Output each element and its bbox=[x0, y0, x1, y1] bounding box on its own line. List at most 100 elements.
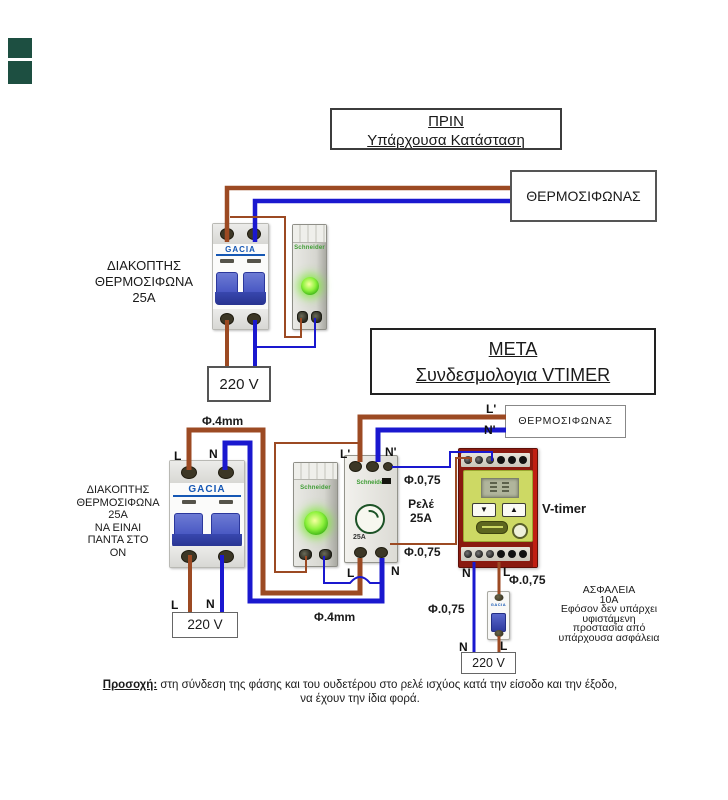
wire-gauge-label: Φ.4mm bbox=[202, 414, 244, 428]
up-button: ▲ bbox=[502, 503, 526, 517]
terminal-screw-icon bbox=[219, 228, 234, 240]
breaker-bottom-terminals bbox=[213, 309, 268, 329]
terminal-label-N: N bbox=[462, 566, 471, 580]
terminal-screw-icon bbox=[375, 546, 389, 558]
wire-gauge-label: Φ.4mm bbox=[314, 610, 356, 624]
terminal-screw-icon bbox=[219, 313, 234, 325]
supply-box-bottom-right: 220 V bbox=[461, 652, 516, 674]
switch-label-before: ΔΙΑΚΟΠΤΗΣ ΘΕΡΜΟΣΙΦΩΝΑ 25Α bbox=[94, 258, 194, 305]
vtimer-bottom-terminals bbox=[461, 547, 530, 561]
green-indicator-lamp-icon bbox=[301, 277, 319, 295]
wire-gauge-label: Φ.0,75 bbox=[404, 473, 441, 487]
contactor-top-terminals bbox=[345, 460, 397, 472]
terminal-screw-icon bbox=[247, 313, 262, 325]
terminal-label-Lout: L' bbox=[486, 402, 497, 416]
breaker-top-terminals bbox=[170, 461, 244, 483]
relay-terminal bbox=[299, 548, 313, 560]
terminal-screw-icon bbox=[494, 630, 503, 637]
terminal-label-N: N bbox=[391, 564, 400, 578]
terminal-dot-icon bbox=[508, 550, 517, 558]
vtimer-red-edge bbox=[533, 449, 537, 567]
relay-label: Ρελέ 25Α bbox=[408, 497, 434, 525]
schneider-logo: Schneider bbox=[300, 485, 331, 491]
after-title: ΜΕΤΑ bbox=[488, 339, 538, 359]
terminal-screw-icon bbox=[464, 456, 473, 464]
corner-mark bbox=[8, 61, 32, 84]
supply-box-top: 220 V bbox=[207, 366, 271, 402]
contactor-dial-icon bbox=[355, 504, 385, 534]
down-button: ▼ bbox=[472, 503, 496, 517]
terminal-screw-icon bbox=[217, 550, 234, 563]
terminal-label-L: L bbox=[174, 449, 182, 463]
corner-mark bbox=[8, 38, 32, 58]
terminal-label-L: L bbox=[347, 566, 355, 580]
terminal-screw-icon bbox=[464, 550, 473, 558]
vtimer-panel: ▼ ▲ bbox=[463, 470, 533, 542]
stage-badge bbox=[476, 521, 508, 534]
test-button-icon bbox=[382, 478, 391, 484]
terminal-label-Nout: N' bbox=[484, 423, 496, 437]
after-subtitle: Συνδεσμολογια VTIMER bbox=[415, 365, 611, 385]
circuit-breaker-after: GACIA bbox=[169, 460, 245, 568]
terminal-label-L: L bbox=[503, 565, 511, 579]
terminal-screw-icon bbox=[353, 546, 367, 558]
green-indicator-lamp-icon bbox=[304, 511, 328, 535]
terminal-label-L: L bbox=[500, 639, 508, 653]
after-title-box: ΜΕΤΑ Συνδεσμολογια VTIMER bbox=[370, 328, 656, 395]
lcd-display bbox=[481, 478, 519, 498]
schneider-relay-before: Schneider bbox=[292, 224, 327, 330]
terminal-dot-icon bbox=[518, 456, 527, 464]
wire-phase-to-heater-top bbox=[224, 185, 511, 242]
caution-text-1: στη σύνδεση της φάσης και του ουδετέρου … bbox=[157, 679, 618, 691]
gacia-logo: GACIA bbox=[490, 602, 507, 607]
wire-gauge-label: Φ.0,75 bbox=[509, 573, 546, 587]
circuit-breaker-before: GACIA bbox=[212, 223, 269, 330]
breaker-bottom-terminals bbox=[170, 546, 244, 567]
down-arrow-icon: ▼ bbox=[480, 505, 488, 514]
schneider-relay-after: Schneider bbox=[293, 462, 338, 567]
gacia-logo: GACIA bbox=[216, 245, 265, 256]
terminal-screw-icon bbox=[349, 460, 362, 472]
vtimer-top-terminals bbox=[461, 453, 530, 467]
terminal-dot-icon bbox=[497, 550, 506, 558]
terminal-screw-icon bbox=[383, 461, 393, 471]
caution-caption: Προσοχή: στη σύνδεση της φάσης και του ο… bbox=[30, 679, 690, 706]
terminal-label-N: N bbox=[459, 640, 468, 654]
terminal-screw-icon bbox=[475, 456, 484, 464]
relay-terminal bbox=[318, 548, 333, 560]
terminal-label-N: N bbox=[206, 597, 215, 611]
breaker-top-terminals bbox=[213, 224, 268, 244]
terminal-label-N: N bbox=[209, 447, 218, 461]
before-subtitle: Υπάρχουσα Κατάσταση bbox=[367, 132, 525, 149]
contactor-bottom-terminals bbox=[345, 546, 397, 558]
contactor-rating: 25A bbox=[353, 534, 366, 541]
water-heater-box-bottom: ΘΕΡΜΟΣΙΦΩΝΑΣ bbox=[505, 405, 626, 438]
terminal-screw-icon bbox=[475, 550, 484, 558]
before-title: ΠΡΙΝ bbox=[428, 113, 464, 130]
up-arrow-icon: ▲ bbox=[510, 505, 518, 514]
terminal-screw-icon bbox=[180, 550, 197, 563]
power-relay-contactor: Schneider 25A bbox=[344, 455, 398, 563]
terminal-screw-icon bbox=[366, 460, 379, 472]
gacia-logo: GACIA bbox=[173, 484, 241, 497]
terminal-screw-icon bbox=[486, 550, 495, 558]
vtimer-device: ▼ ▲ bbox=[458, 448, 538, 568]
switch-label-after: ΔΙΑΚΟΠΤΗΣ ΘΕΡΜΟΣΙΦΩΝΑ 25Α ΝΑ ΕΙΝΑΙ ΠΑΝΤΑ… bbox=[76, 484, 160, 559]
wire-gauge-label: Φ.0,75 bbox=[404, 545, 441, 559]
terminal-screw-icon bbox=[486, 456, 495, 464]
supply-box-bottom-left: 220 V bbox=[172, 612, 238, 638]
relay-terminal bbox=[296, 311, 308, 323]
relay-top-section bbox=[293, 225, 326, 243]
round-button-icon bbox=[512, 523, 528, 539]
caution-lead: Προσοχή: bbox=[102, 679, 158, 691]
breaker-markings bbox=[213, 259, 268, 263]
wire-gauge-label: Φ.0,75 bbox=[428, 602, 465, 616]
caution-text-2: να έχουν την ίδια φορά. bbox=[300, 692, 420, 705]
breaker-markings bbox=[170, 500, 244, 504]
terminal-dot-icon bbox=[508, 456, 517, 464]
relay-terminal bbox=[311, 311, 322, 323]
fuse-note: ΑΣΦΑΛΕΙΑ 10Α Εφόσον δεν υπάρχει υφιστάμε… bbox=[558, 584, 660, 644]
water-heater-box-top: ΘΕΡΜΟΣΙΦΩΝΑΣ bbox=[510, 170, 657, 222]
terminal-dot-icon bbox=[518, 550, 527, 558]
